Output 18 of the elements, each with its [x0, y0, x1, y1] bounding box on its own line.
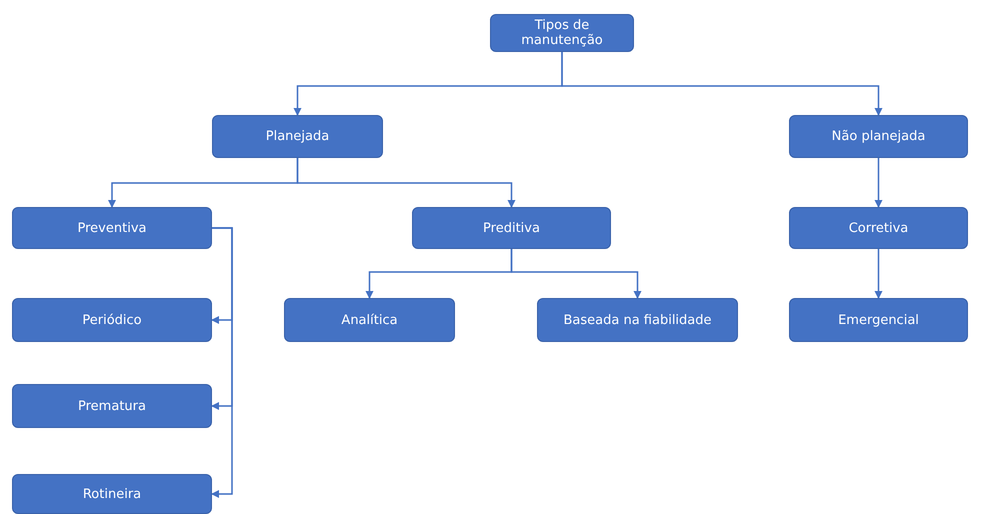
process-box: Analítica: [284, 298, 455, 342]
process-box: Corretiva: [789, 207, 968, 249]
process-box: Periódico: [12, 298, 212, 342]
arrow: [296, 158, 516, 208]
arrow: [510, 249, 642, 299]
process-box: Não planejada: [789, 115, 968, 158]
arrow: [874, 249, 882, 299]
process-box: Preditiva: [412, 207, 611, 249]
process-box: Planejada: [212, 115, 383, 158]
process-box: Rotineira: [12, 474, 212, 514]
arrow: [561, 52, 882, 116]
arrow: [211, 227, 233, 498]
process-box: Prematura: [12, 384, 212, 428]
process-box: Baseada na fiabilidade: [537, 298, 738, 342]
arrow: [874, 158, 882, 208]
process-box: Preventiva: [12, 207, 212, 249]
process-box: Tipos de manutenção: [490, 14, 634, 52]
process-box: Emergencial: [789, 298, 968, 342]
